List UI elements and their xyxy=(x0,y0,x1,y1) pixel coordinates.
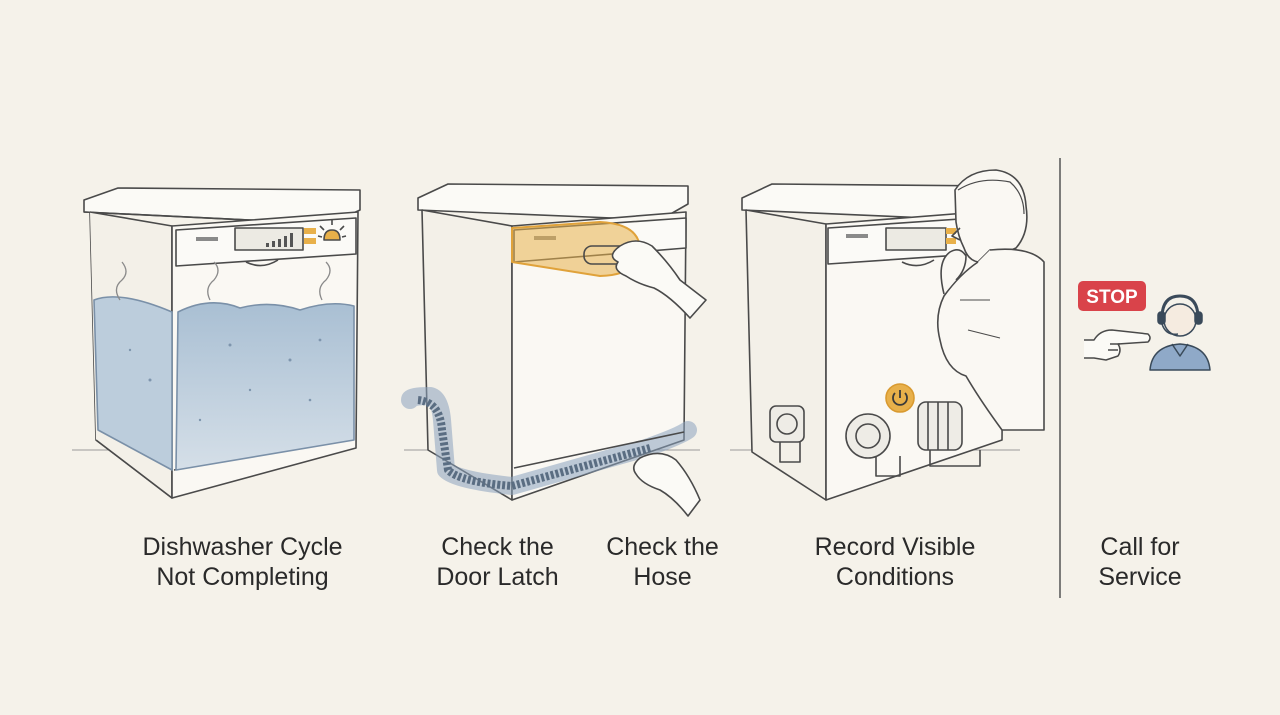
caption-hose-line2: Hose xyxy=(633,563,692,591)
stop-sign: STOP xyxy=(1078,281,1146,311)
dishwasher-latch-hose xyxy=(401,183,707,517)
warning-light-icon xyxy=(317,220,347,241)
headset-agent-icon xyxy=(1149,294,1211,371)
caption-latch: Check the Door Latch xyxy=(420,532,575,592)
caption-hose: Check the Hose xyxy=(590,532,735,592)
caption-record: Record Visible Conditions xyxy=(790,532,1000,592)
caption-service: Call for Service xyxy=(1080,532,1200,592)
pump-motor-left xyxy=(769,405,805,463)
caption-record-line2: Conditions xyxy=(835,563,955,591)
caption-service-line1: Call for xyxy=(1100,533,1180,561)
caption-hose-line1: Check the xyxy=(606,533,719,561)
steam-lines xyxy=(115,261,331,301)
pump-motor-center xyxy=(845,413,901,477)
dishwasher-inspection xyxy=(730,169,1045,501)
pointing-hand-icon xyxy=(1084,329,1151,361)
caption-latch-line1: Check the xyxy=(441,533,554,561)
caption-record-line1: Record Visible xyxy=(814,533,976,561)
man-inspecting xyxy=(936,169,1045,431)
caption-cycle: Dishwasher Cycle Not Completing xyxy=(120,532,365,592)
pump-motor-right xyxy=(917,401,981,467)
dishwasher-flooded xyxy=(72,187,361,499)
power-icon xyxy=(885,383,915,413)
caption-cycle-line2: Not Completing xyxy=(156,563,329,591)
hand-hose xyxy=(632,452,701,517)
display-bars xyxy=(266,233,293,247)
stop-label: STOP xyxy=(1086,287,1138,308)
caption-cycle-line1: Dishwasher Cycle xyxy=(142,533,343,561)
caption-service-line2: Service xyxy=(1098,563,1182,591)
caption-latch-line2: Door Latch xyxy=(436,563,559,591)
hand-latch xyxy=(611,240,707,319)
